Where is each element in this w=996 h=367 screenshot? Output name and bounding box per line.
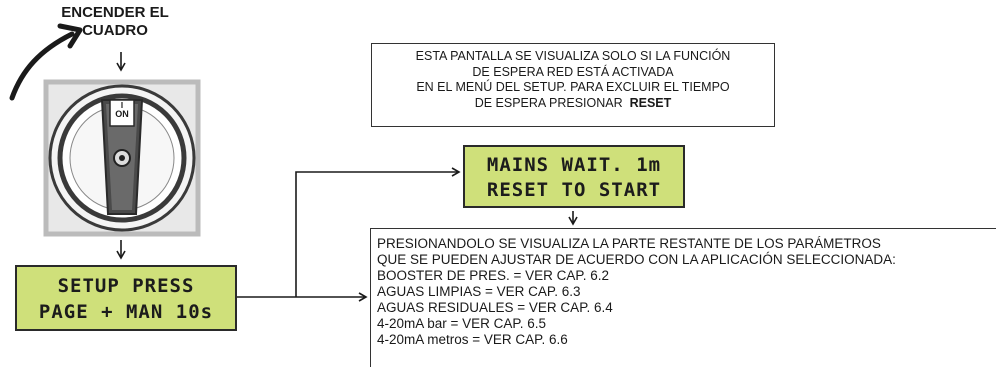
rotary-switch-icon — [43, 79, 201, 237]
power-on-label: ENCENDER EL CUADRO — [40, 4, 190, 40]
note-wait-reset: RESET — [629, 95, 672, 110]
note-wait-line3: EN EL MENÚ DEL SETUP. PARA EXCLUIR EL TI… — [416, 80, 730, 94]
power-label-line1: ENCENDER EL — [61, 4, 169, 21]
note-params-intro1: PRESIONANDOLO SE VISUALIZA LA PARTE REST… — [377, 236, 881, 251]
lcd-setup-line2: PAGE + MAN 10s — [38, 301, 214, 323]
note-params-intro2: QUE SE PUEDEN AJUSTAR DE ACUERDO CON LA … — [377, 252, 896, 267]
param-item: BOOSTER DE PRES. = VER CAP. 6.2 — [377, 268, 609, 283]
curved-arrow-icon — [9, 31, 75, 101]
switch-mark-label: I — [120, 101, 124, 110]
note-wait-line4-prefix: DE ESPERA PRESIONAR — [474, 95, 623, 110]
lcd-mains-line1: MAINS WAIT. 1m — [486, 154, 662, 176]
curved-arrow-head — [57, 23, 83, 49]
note-wait-line2: DE ESPERA RED ESTÁ ACTIVADA — [472, 64, 674, 79]
lcd-mains-line2: RESET TO START — [486, 179, 662, 201]
param-item: AGUAS LIMPIAS = VER CAP. 6.3 — [377, 284, 581, 299]
right-arrow-icon — [295, 167, 461, 297]
switch-on-mark: I ON — [110, 101, 134, 119]
parameters-note: PRESIONANDOLO SE VISUALIZA LA PARTE REST… — [370, 228, 996, 367]
param-item: 4-20mA metros = VER CAP. 6.6 — [377, 332, 568, 347]
lcd-setup-display: SETUP PRESS PAGE + MAN 10s — [15, 265, 237, 331]
lcd-setup-line1: SETUP PRESS — [57, 275, 195, 297]
param-item: 4-20mA bar = VER CAP. 6.5 — [377, 316, 546, 331]
lcd-mains-display: MAINS WAIT. 1m RESET TO START — [463, 145, 685, 208]
mains-wait-note: ESTA PANTALLA SE VISUALIZA SOLO SI LA FU… — [371, 43, 775, 127]
note-wait-line1: ESTA PANTALLA SE VISUALIZA SOLO SI LA FU… — [415, 49, 731, 63]
power-label-line2: CUADRO — [82, 22, 148, 39]
switch-on-label: ON — [115, 109, 129, 119]
param-item: AGUAS RESIDUALES = VER CAP. 6.4 — [377, 300, 613, 315]
note-wait-line4: DE ESPERA PRESIONAR RESET — [372, 96, 774, 112]
